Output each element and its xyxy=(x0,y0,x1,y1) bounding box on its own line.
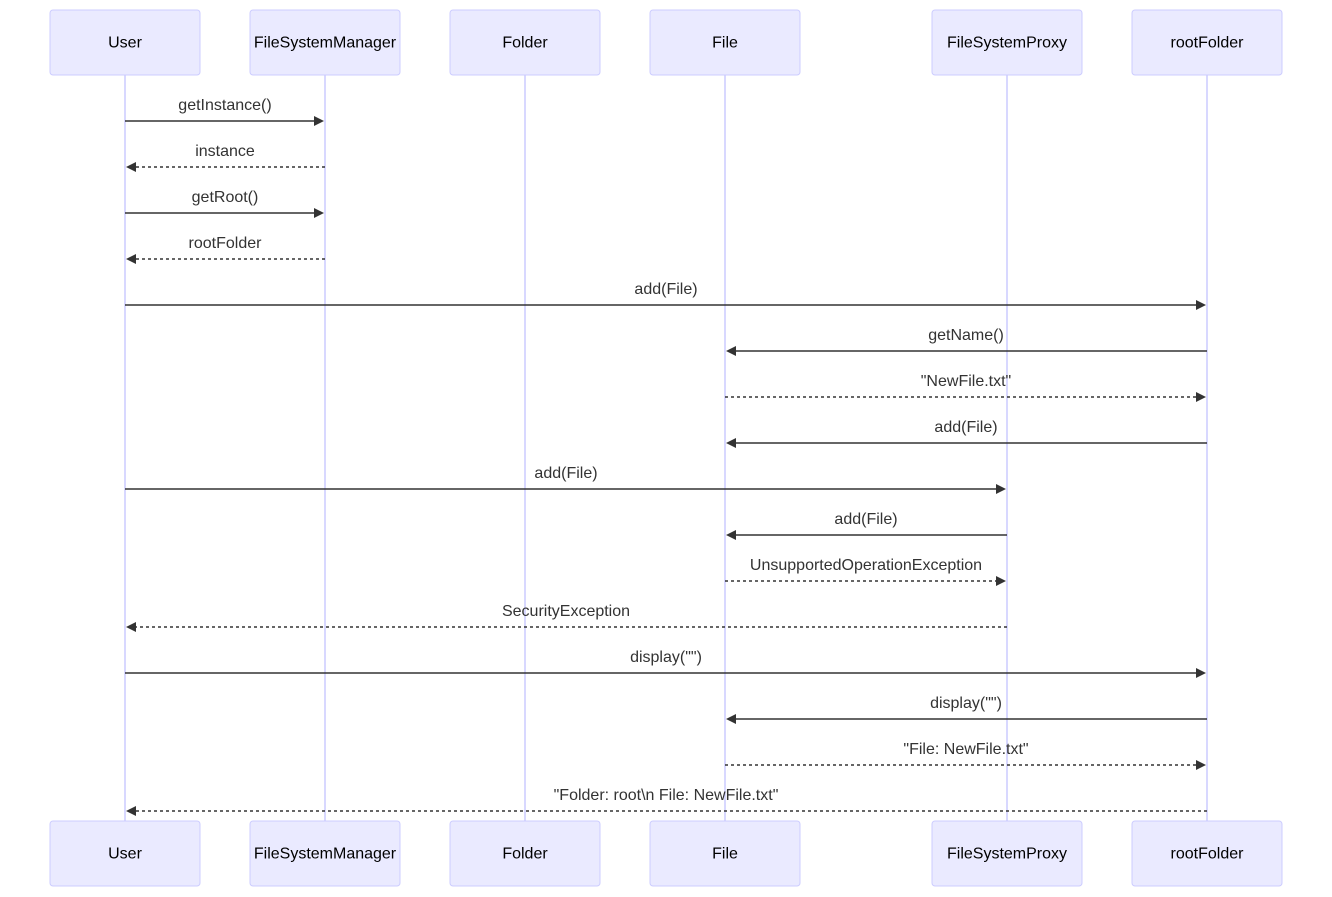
participant-box xyxy=(931,9,1083,76)
participant-box xyxy=(931,820,1083,887)
message-label: rootFolder xyxy=(189,235,263,252)
participant-user-bottom: User xyxy=(49,820,201,887)
message-label: display("") xyxy=(630,649,702,666)
participant-box xyxy=(1131,9,1283,76)
message-label: "Folder: root\n File: NewFile.txt" xyxy=(554,787,779,804)
participant-label: FileSystemManager xyxy=(254,35,397,52)
participant-file-system-manager-bottom: FileSystemManager xyxy=(249,820,401,887)
participant-box xyxy=(1131,820,1283,887)
participant-label: File xyxy=(712,35,738,52)
message-label: add(File) xyxy=(534,465,597,482)
message: getRoot() xyxy=(125,189,324,218)
participant-file-system-proxy-top: FileSystemProxy xyxy=(931,9,1083,76)
participant-user-top: User xyxy=(49,9,201,76)
participant-root-folder-top: rootFolder xyxy=(1131,9,1283,76)
arrowhead-icon xyxy=(996,484,1006,494)
arrowhead-icon xyxy=(126,622,136,632)
participant-label: rootFolder xyxy=(1171,846,1245,863)
message-label: getInstance() xyxy=(178,97,271,114)
message-label: display("") xyxy=(930,695,1002,712)
messages: getInstance() instance getRoot() rootFolder… xyxy=(125,97,1207,816)
message: instance xyxy=(126,143,325,172)
arrowhead-icon xyxy=(726,346,736,356)
actors-bottom: User FileSystemManager Folder File FileSyste… xyxy=(49,820,1283,887)
message: rootFolder xyxy=(126,235,325,264)
participant-file-top: File xyxy=(649,9,801,76)
message: "NewFile.txt" xyxy=(725,373,1206,402)
arrowhead-icon xyxy=(726,714,736,724)
arrowhead-icon xyxy=(726,530,736,540)
participant-box xyxy=(249,9,401,76)
participant-file-system-proxy-bottom: FileSystemProxy xyxy=(931,820,1083,887)
participant-box xyxy=(249,820,401,887)
arrowhead-icon xyxy=(996,576,1006,586)
message-label: add(File) xyxy=(834,511,897,528)
participant-label: FileSystemProxy xyxy=(947,35,1067,52)
participant-file-system-manager-top: FileSystemManager xyxy=(249,9,401,76)
message: "File: NewFile.txt" xyxy=(725,741,1206,770)
participant-folder-bottom: Folder xyxy=(449,820,601,887)
message-label: "File: NewFile.txt" xyxy=(903,741,1028,758)
message: SecurityException xyxy=(126,603,1007,632)
participant-label: File xyxy=(712,846,738,863)
participant-box xyxy=(649,9,801,76)
actors-top: User FileSystemManager Folder File FileSyste… xyxy=(49,9,1283,76)
participant-label: Folder xyxy=(502,846,548,863)
arrowhead-icon xyxy=(1196,760,1206,770)
participant-label: Folder xyxy=(502,35,548,52)
message-label: add(File) xyxy=(934,419,997,436)
participant-box xyxy=(649,820,801,887)
message-label: UnsupportedOperationException xyxy=(750,557,982,574)
arrowhead-icon xyxy=(1196,300,1206,310)
message: UnsupportedOperationException xyxy=(725,557,1006,586)
message-label: "NewFile.txt" xyxy=(921,373,1011,390)
message: "Folder: root\n File: NewFile.txt" xyxy=(126,787,1207,816)
lifelines xyxy=(124,75,1208,821)
participant-box xyxy=(49,820,201,887)
message: display("") xyxy=(726,695,1207,724)
arrowhead-icon xyxy=(314,208,324,218)
message-label: getName() xyxy=(928,327,1004,344)
message: add(File) xyxy=(125,281,1206,310)
participant-label: rootFolder xyxy=(1171,35,1245,52)
participant-box xyxy=(449,820,601,887)
message-label: getRoot() xyxy=(192,189,259,206)
message-label: SecurityException xyxy=(502,603,630,620)
arrowhead-icon xyxy=(126,806,136,816)
arrowhead-icon xyxy=(126,254,136,264)
message: display("") xyxy=(125,649,1206,678)
arrowhead-icon xyxy=(726,438,736,448)
message: add(File) xyxy=(125,465,1006,494)
arrowhead-icon xyxy=(126,162,136,172)
participant-box xyxy=(49,9,201,76)
participant-root-folder-bottom: rootFolder xyxy=(1131,820,1283,887)
message-label: instance xyxy=(195,143,255,160)
participant-file-bottom: File xyxy=(649,820,801,887)
participant-label: FileSystemProxy xyxy=(947,846,1067,863)
arrowhead-icon xyxy=(1196,392,1206,402)
arrowhead-icon xyxy=(1196,668,1206,678)
participant-label: FileSystemManager xyxy=(254,846,397,863)
participant-folder-top: Folder xyxy=(449,9,601,76)
participant-label: User xyxy=(108,846,142,863)
message: add(File) xyxy=(726,419,1207,448)
participant-box xyxy=(449,9,601,76)
message: getInstance() xyxy=(125,97,324,126)
participant-label: User xyxy=(108,35,142,52)
message: add(File) xyxy=(726,511,1007,540)
arrowhead-icon xyxy=(314,116,324,126)
message-label: add(File) xyxy=(634,281,697,298)
message: getName() xyxy=(726,327,1207,356)
